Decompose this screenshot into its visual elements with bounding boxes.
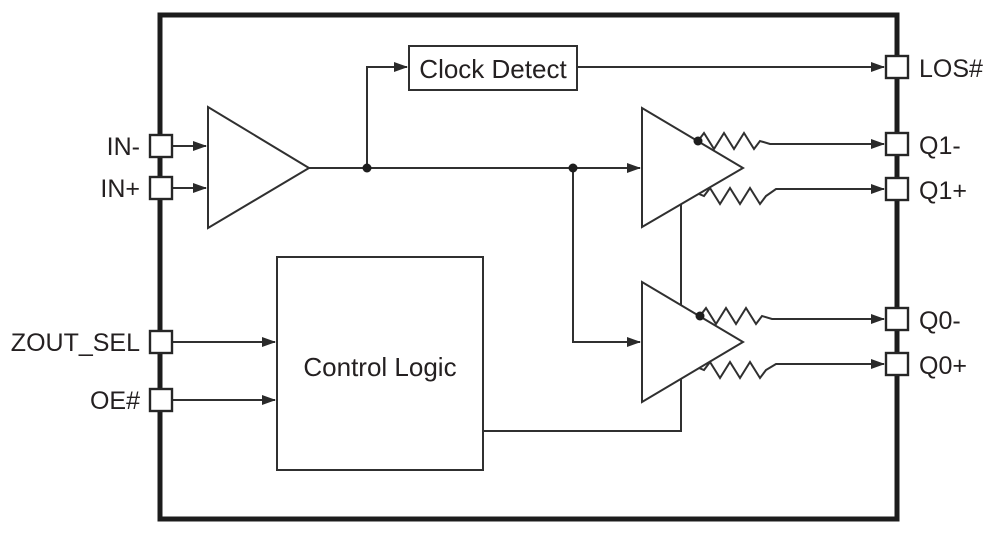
q0-output-buffer-icon — [641, 280, 745, 404]
junction-dot-clock-branch — [362, 163, 372, 173]
pin-q0-minus — [884, 306, 910, 332]
pin-in-plus-label: IN+ — [100, 175, 140, 203]
pin-q1-minus-label: Q1- — [919, 132, 961, 160]
pin-q1-minus — [884, 131, 910, 157]
right-pins: LOS# Q1- Q1+ Q0- Q0+ — [884, 54, 983, 380]
junction-dot-q0-output — [695, 311, 705, 321]
pin-in-minus-label: IN- — [107, 133, 140, 161]
wire-q0-branch — [572, 168, 641, 347]
wire-to-clock-detect — [366, 62, 408, 168]
pin-zout-sel-label: ZOUT_SEL — [11, 329, 140, 357]
pin-oe-label: OE# — [90, 387, 140, 415]
pin-q0-plus — [884, 351, 910, 377]
pin-in-plus — [148, 175, 174, 201]
clock-detect-label: Clock Detect — [419, 54, 567, 84]
input-buffer-icon — [207, 105, 311, 230]
resistor-q0-plus-icon — [698, 359, 885, 380]
resistor-q0-minus-icon — [699, 306, 885, 326]
pin-q0-plus-label: Q0+ — [919, 352, 967, 380]
resistor-q1-plus-icon — [698, 184, 885, 206]
pin-oe — [148, 387, 174, 413]
q1-output-buffer-icon — [641, 106, 745, 229]
control-logic-label: Control Logic — [303, 352, 456, 382]
clock-detect-block — [408, 45, 578, 91]
pin-q0-minus-label: Q0- — [919, 307, 961, 335]
resistor-q1-minus-icon — [697, 131, 885, 151]
control-logic-block — [276, 256, 484, 471]
pin-los-label: LOS# — [919, 55, 983, 83]
junction-dot-q1-output — [693, 136, 703, 146]
pin-in-minus — [148, 133, 174, 159]
pin-zout-sel — [148, 329, 174, 355]
pin-los — [884, 54, 910, 80]
pin-q1-plus — [884, 176, 910, 202]
wire-control-to-buffers — [483, 204, 682, 432]
junction-dot-q0-branch — [568, 163, 578, 173]
chip-boundary — [157, 12, 900, 522]
left-pins: IN- IN+ ZOUT_SEL OE# — [11, 133, 174, 415]
pin-q1-plus-label: Q1+ — [919, 177, 967, 205]
